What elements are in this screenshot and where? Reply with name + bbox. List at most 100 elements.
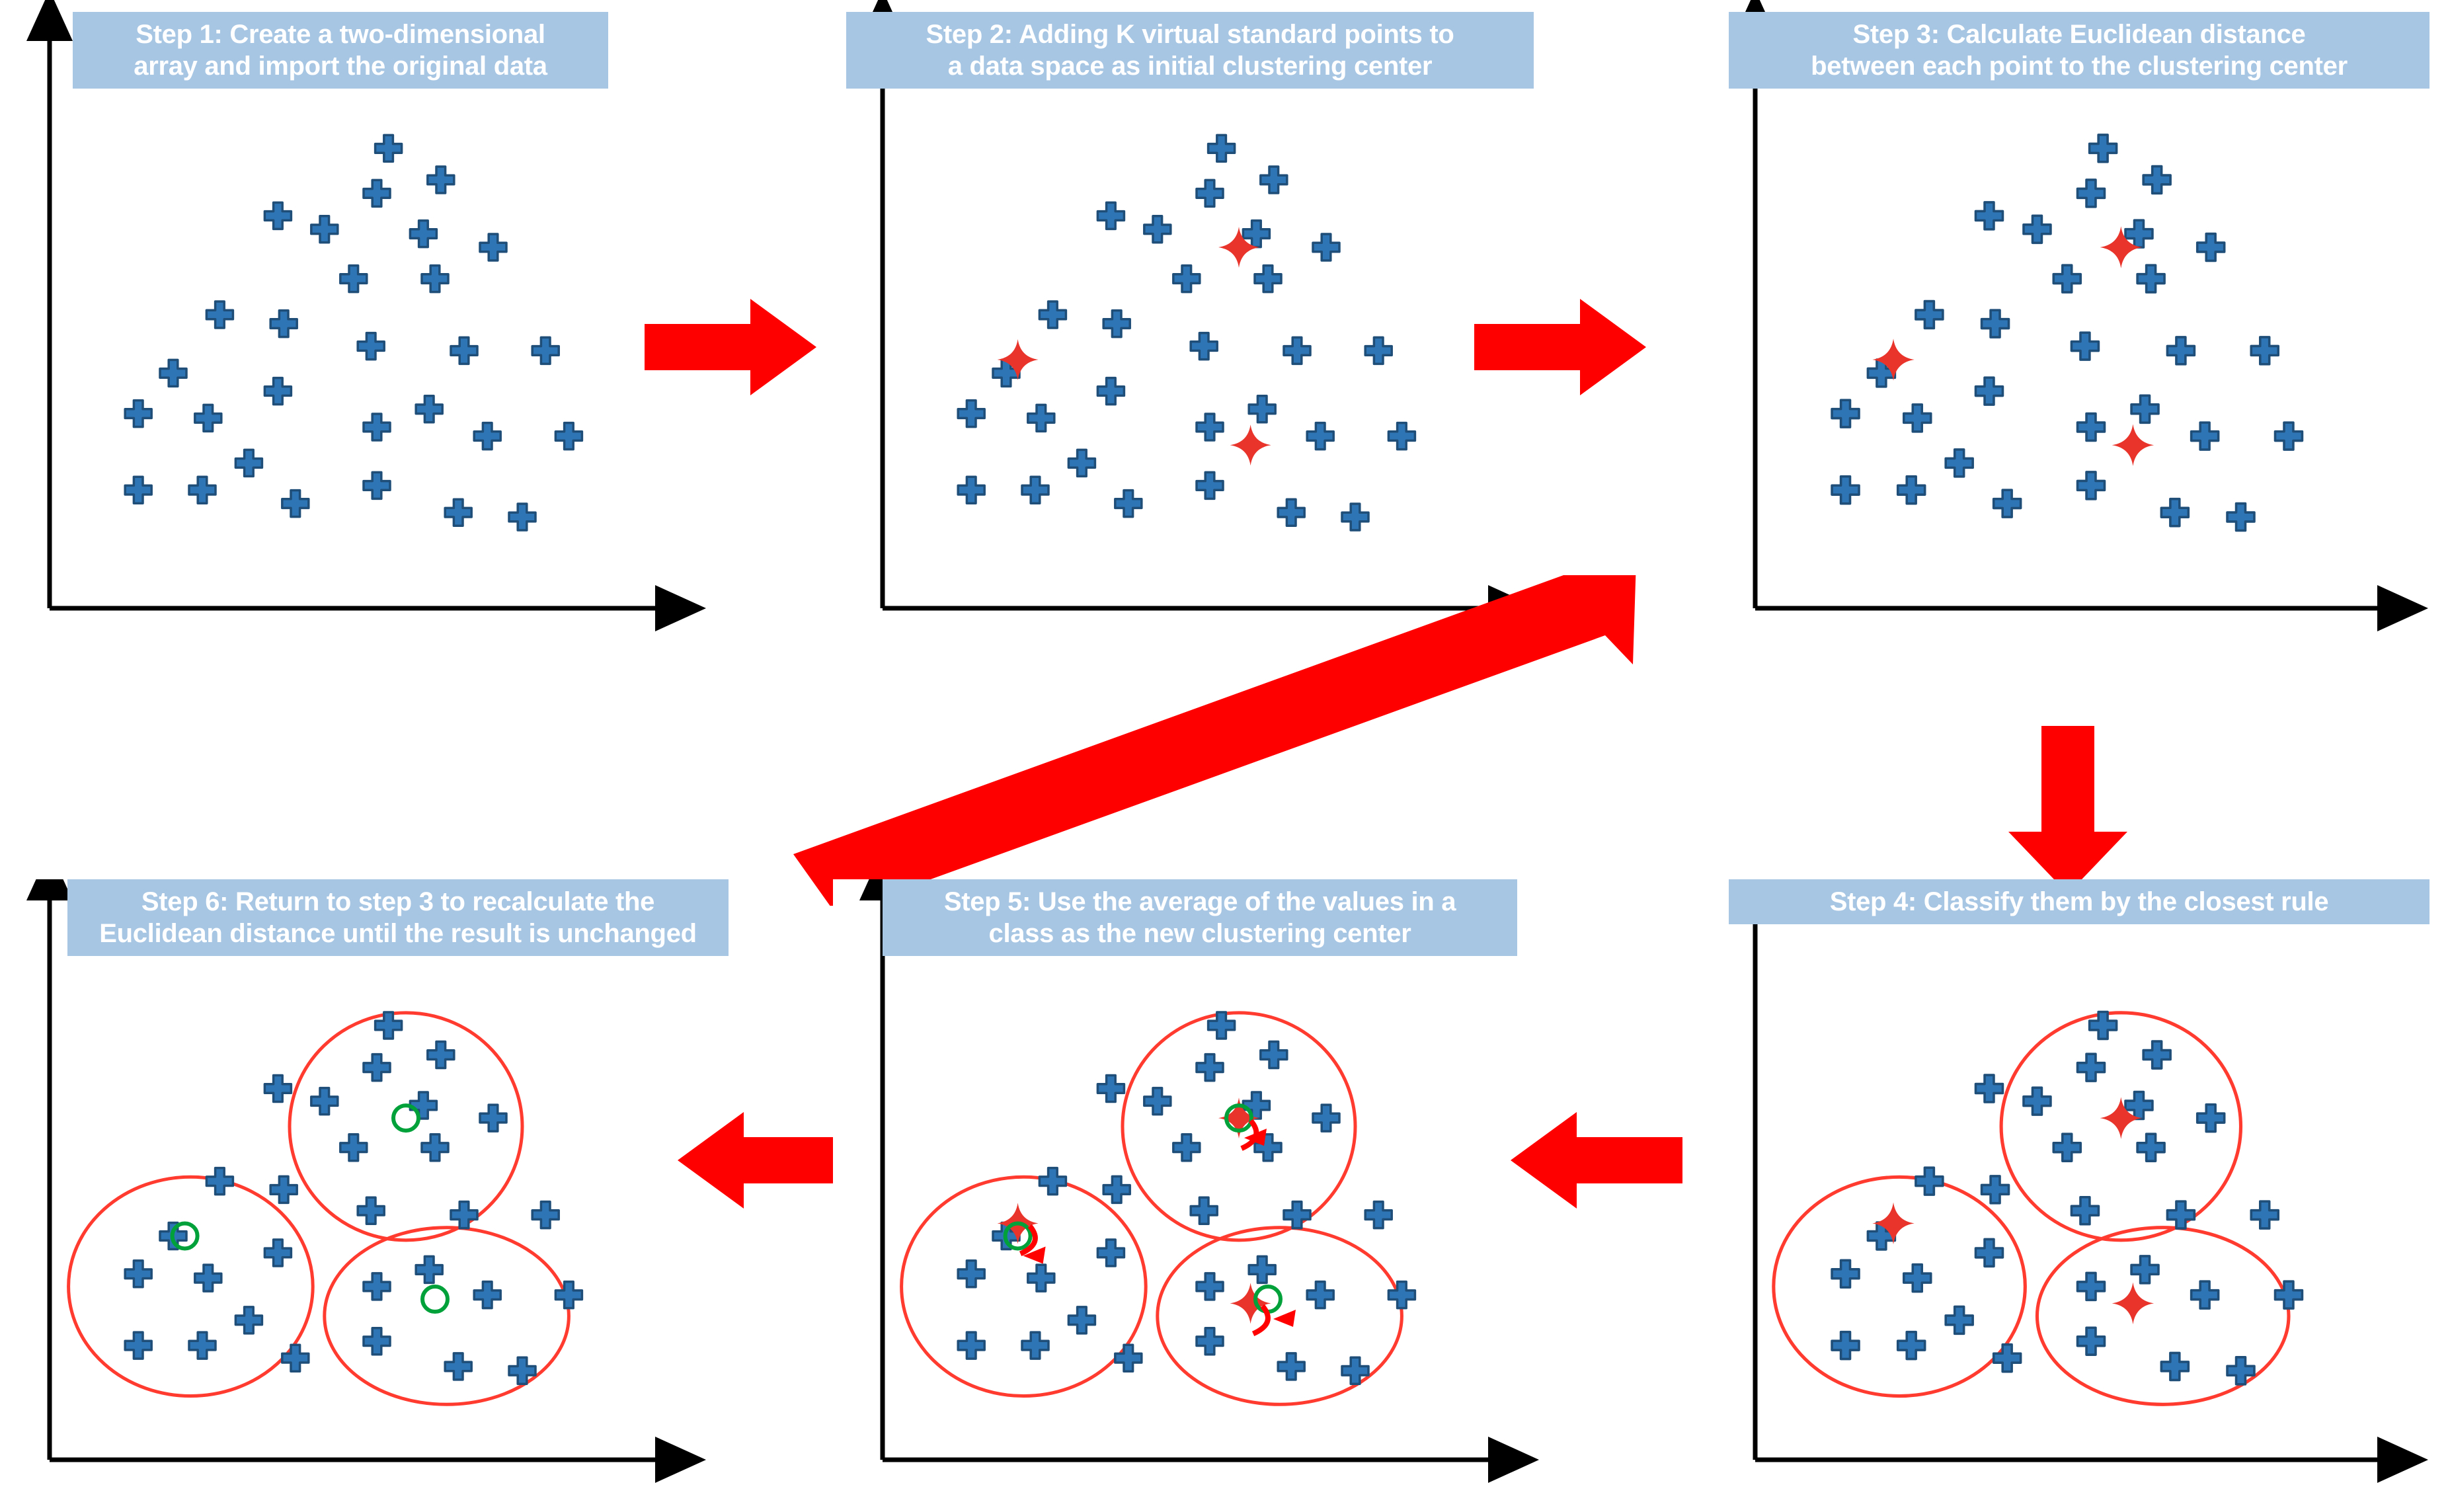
cluster-center-star-icon <box>1230 424 1271 466</box>
data-point-marker <box>234 1306 264 1335</box>
data-point-marker <box>2076 412 2106 442</box>
data-point-marker <box>1096 1074 1126 1103</box>
scatter-step-4 <box>1772 1010 2304 1406</box>
data-point-marker <box>2136 1133 2166 1162</box>
data-point-marker <box>2195 232 2226 262</box>
data-point-marker <box>362 179 391 208</box>
data-point-marker <box>2130 394 2160 424</box>
data-point-marker <box>194 403 223 433</box>
panel-step-6-title: Step 6: Return to step 3 to recalculate … <box>67 879 729 956</box>
data-point-marker <box>269 1175 298 1205</box>
cluster-center-star-icon <box>2100 226 2143 268</box>
data-point-marker <box>2250 336 2280 366</box>
arrow-step3-to-step4 <box>2008 726 2127 894</box>
data-point-marker <box>1143 1086 1172 1116</box>
data-point-marker <box>1277 498 1306 527</box>
data-point-marker <box>1831 399 1860 428</box>
cluster-ellipse <box>1772 1175 2027 1398</box>
data-point-marker <box>263 1074 293 1103</box>
cluster-center-star-icon <box>1872 1202 1915 1245</box>
data-point-marker <box>409 219 438 249</box>
cluster-center-star-icon <box>2100 1097 2143 1139</box>
data-point-marker <box>473 421 502 451</box>
cluster-center-star-icon <box>1230 1283 1271 1324</box>
axes-step-3 <box>1732 0 2428 631</box>
data-point-marker <box>2166 1200 2196 1230</box>
data-point-marker <box>1102 309 1131 338</box>
data-point-marker <box>1974 1074 2004 1103</box>
data-point-marker <box>1114 489 1143 518</box>
scatter-step-3 <box>1831 134 2304 532</box>
data-point-marker <box>1038 1166 1068 1196</box>
data-point-marker <box>1387 1280 1417 1310</box>
data-point-marker <box>409 1091 438 1120</box>
panel-step-3: Step 3: Calculate Euclidean distance bet… <box>1706 0 2450 661</box>
data-point-marker <box>362 1053 391 1082</box>
data-point-marker <box>1195 179 1224 208</box>
data-point-marker <box>1096 376 1126 406</box>
data-point-marker <box>957 1259 986 1289</box>
cluster-ellipse <box>1121 1011 1357 1242</box>
data-point-marker <box>1341 1356 1370 1386</box>
data-point-marker <box>374 1011 403 1040</box>
data-point-marker <box>1944 448 1974 478</box>
data-point-marker <box>2250 1200 2280 1230</box>
data-point-marker <box>2160 1351 2190 1382</box>
cluster-ellipse <box>288 1011 524 1242</box>
axes-step-6 <box>26 879 706 1483</box>
panel-step-5-title: Step 5: Use the average of the values in… <box>883 879 1517 956</box>
data-point-marker <box>1944 1305 1974 1335</box>
cluster-ellipse <box>1999 1011 2243 1242</box>
data-point-marker <box>1206 134 1236 163</box>
data-point-marker <box>1974 376 2004 406</box>
data-point-marker <box>426 165 455 194</box>
data-point-marker <box>159 358 188 388</box>
data-point-marker <box>124 1331 153 1360</box>
data-point-marker <box>1306 421 1335 451</box>
data-point-marker <box>1387 421 1417 451</box>
final-center-circle-icon <box>1224 1103 1253 1133</box>
data-point-marker <box>1283 336 1312 366</box>
data-point-marker <box>2273 421 2304 451</box>
data-point-marker <box>2076 1326 2106 1356</box>
data-point-marker <box>450 1200 479 1230</box>
data-point-marker <box>2052 1133 2082 1162</box>
arrow-step4-to-step5 <box>1511 1112 1682 1209</box>
data-point-marker <box>1866 358 1897 388</box>
data-point-marker <box>1027 1263 1056 1293</box>
data-point-marker <box>194 1263 223 1293</box>
data-point-marker <box>281 1343 310 1373</box>
data-point-marker <box>1067 1306 1097 1335</box>
final-center-circle-icon <box>420 1285 450 1314</box>
data-point-marker <box>2070 331 2100 361</box>
data-point-marker <box>2166 336 2196 366</box>
data-point-marker <box>1067 448 1097 478</box>
data-point-marker <box>957 475 986 504</box>
data-point-marker <box>2124 219 2154 249</box>
data-point-marker <box>1195 1272 1224 1301</box>
panel-step-2: Step 2: Adding K virtual standard points… <box>833 0 1560 661</box>
data-point-marker <box>234 448 264 478</box>
data-point-marker <box>531 1200 560 1230</box>
final-center-circle-icon <box>391 1103 420 1133</box>
data-point-marker <box>420 264 450 294</box>
data-point-marker <box>1831 475 1860 505</box>
data-point-marker <box>2076 1053 2106 1082</box>
data-point-marker <box>2273 1280 2304 1310</box>
data-point-marker <box>450 336 479 366</box>
scatter-step-6 <box>67 1011 584 1406</box>
axes-step-4 <box>1732 879 2428 1483</box>
data-point-marker <box>2076 1271 2106 1302</box>
data-point-marker <box>1974 1238 2004 1268</box>
panel-step-1: Step 1: Create a two-dimensional array a… <box>0 0 727 661</box>
data-point-marker <box>1896 1330 1926 1361</box>
data-point-marker <box>1172 1133 1201 1162</box>
data-point-marker <box>531 336 560 366</box>
data-point-marker <box>473 1280 502 1310</box>
cluster-ellipse <box>67 1175 315 1398</box>
data-point-marker <box>124 399 153 428</box>
data-point-marker <box>415 1255 444 1285</box>
center-move-arrowhead <box>1273 1310 1296 1328</box>
data-point-marker <box>2076 179 2106 208</box>
